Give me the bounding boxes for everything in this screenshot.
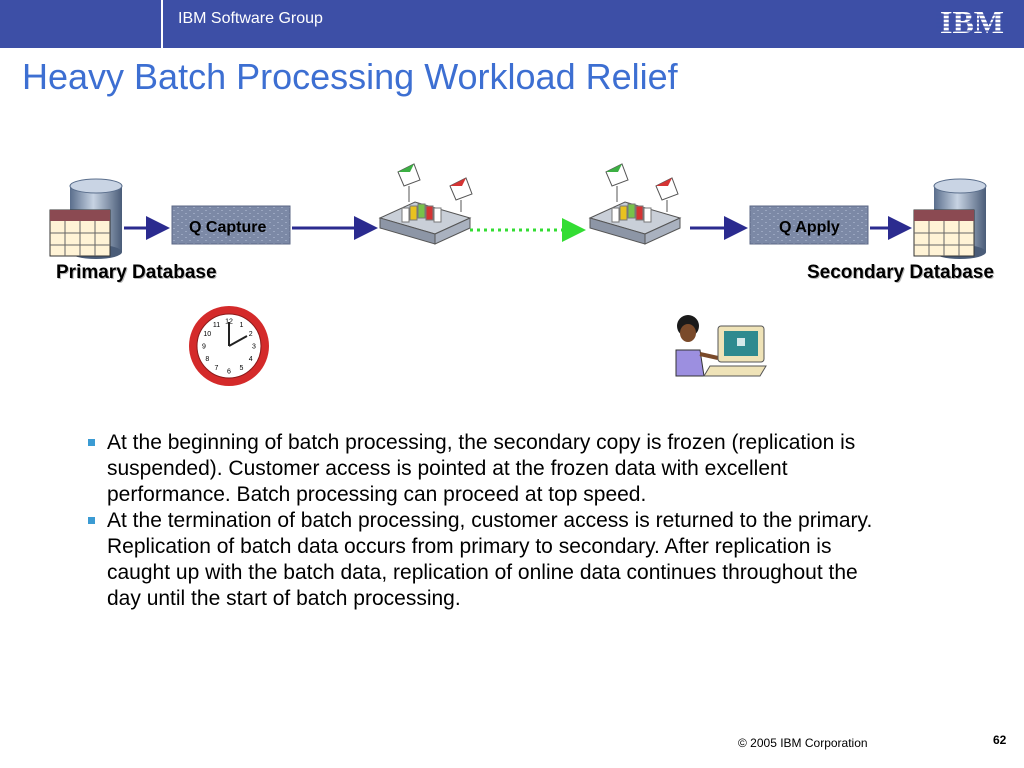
clock-numeral: 8 (205, 356, 209, 363)
secondary-database-icon (913, 178, 987, 259)
clock-numeral: 7 (215, 365, 219, 372)
clock-icon: 121234567891011 (189, 306, 269, 386)
bullet-item: At the beginning of batch processing, th… (88, 430, 888, 508)
header-divider (161, 0, 163, 48)
bullet-marker (88, 517, 95, 524)
copyright-footer: © 2005 IBM Corporation (738, 736, 868, 750)
secondary-database-label: Secondary Database (807, 262, 994, 283)
clock-numeral: 9 (202, 344, 206, 351)
primary-database-label: Primary Database (56, 262, 217, 283)
customer-at-computer-icon (675, 315, 767, 377)
replication-diagram: 121234567891011 Q Capture Q Apply Primar… (0, 140, 1024, 400)
clock-numeral: 5 (240, 365, 244, 372)
logo-stripes (936, 10, 1008, 32)
page-number: 62 (993, 733, 1007, 747)
clock-numeral: 1 (240, 322, 244, 329)
q-apply-label: Q Apply (779, 219, 840, 236)
header-bar (0, 0, 1024, 48)
receive-queue-icon (588, 163, 682, 245)
bullet-marker (88, 439, 95, 446)
q-capture-box (171, 205, 291, 245)
clock-numeral: 10 (203, 331, 211, 338)
send-queue-icon (378, 163, 473, 245)
q-apply-box (749, 205, 869, 245)
ibm-logo: IBM (936, 5, 1008, 39)
clock-numeral: 11 (213, 322, 220, 329)
header-group-name: IBM Software Group (178, 10, 323, 27)
bullet-item: At the termination of batch processing, … (88, 508, 888, 612)
q-capture-label: Q Capture (189, 219, 267, 236)
primary-database-icon (49, 178, 123, 259)
clock-numeral: 2 (249, 331, 253, 338)
page-title: Heavy Batch Processing Workload Relief (22, 56, 678, 97)
ibm-logo-text: IBM (940, 5, 1004, 39)
clock-numeral: 6 (227, 369, 231, 376)
clock-numeral: 3 (252, 344, 256, 351)
bullet-text: At the beginning of batch processing, th… (107, 431, 856, 506)
clock-numeral: 4 (249, 356, 253, 363)
bullet-text: At the termination of batch processing, … (107, 509, 873, 610)
bullet-list: At the beginning of batch processing, th… (88, 430, 888, 612)
